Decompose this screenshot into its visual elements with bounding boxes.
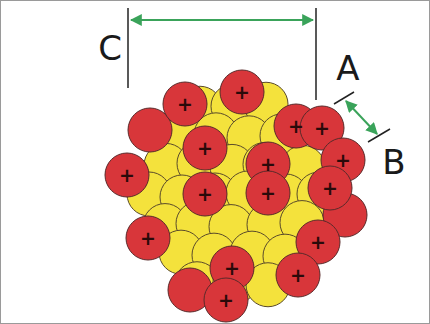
- charge-sign: +: [197, 185, 213, 204]
- charge-sign: +: [260, 184, 276, 203]
- dimension-arrow: [346, 101, 377, 134]
- charge-sign: +: [224, 259, 240, 278]
- charge-sign: +: [314, 119, 330, 138]
- proton: [163, 82, 207, 126]
- proton: [126, 216, 170, 260]
- dimension-arrow: [131, 19, 313, 21]
- charge-sign: +: [234, 83, 250, 102]
- charge-sign: +: [218, 291, 234, 310]
- proton: [276, 253, 320, 297]
- dimension-label: C: [98, 31, 122, 65]
- proton: [308, 166, 352, 210]
- charge-sign: +: [140, 229, 156, 248]
- proton: [220, 70, 264, 114]
- charge-sign: +: [290, 266, 306, 285]
- charge-sign: +: [322, 179, 338, 198]
- dimension-label: B: [382, 145, 405, 179]
- dimension-label: A: [336, 51, 359, 85]
- nucleons: [105, 70, 367, 322]
- charge-sign: +: [177, 95, 193, 114]
- charge-sign: +: [260, 155, 276, 174]
- extent-line: [127, 8, 129, 88]
- extent-tick: [368, 129, 390, 142]
- charge-sign: +: [119, 166, 135, 185]
- charge-sign: +: [335, 151, 351, 170]
- proton: [204, 278, 248, 322]
- extent-tick: [334, 92, 354, 104]
- proton: [105, 153, 149, 197]
- charge-sign: +: [288, 117, 304, 136]
- proton: [246, 171, 290, 215]
- charge-sign: +: [310, 233, 326, 252]
- charge-sign: +: [197, 139, 213, 158]
- proton: [183, 172, 227, 216]
- proton: [183, 126, 227, 170]
- extent-line: [315, 8, 317, 100]
